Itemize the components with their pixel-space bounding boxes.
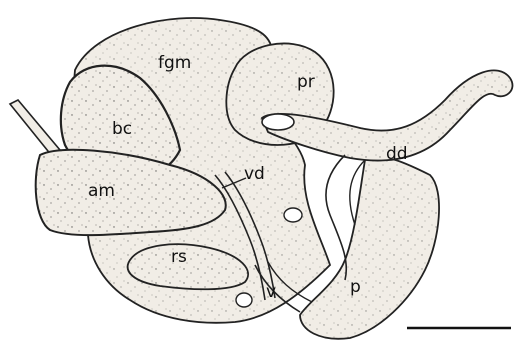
label-rs: rs bbox=[171, 249, 187, 266]
label-pr: pr bbox=[297, 74, 315, 91]
label-v: v bbox=[266, 284, 276, 301]
label-dd: dd bbox=[386, 146, 408, 163]
label-p: p bbox=[350, 279, 361, 296]
label-am: am bbox=[88, 183, 115, 200]
label-vd: vd bbox=[244, 166, 265, 183]
label-bc: bc bbox=[112, 121, 132, 138]
label-fgm: fgm bbox=[158, 55, 191, 72]
bursa-duct bbox=[10, 100, 60, 156]
